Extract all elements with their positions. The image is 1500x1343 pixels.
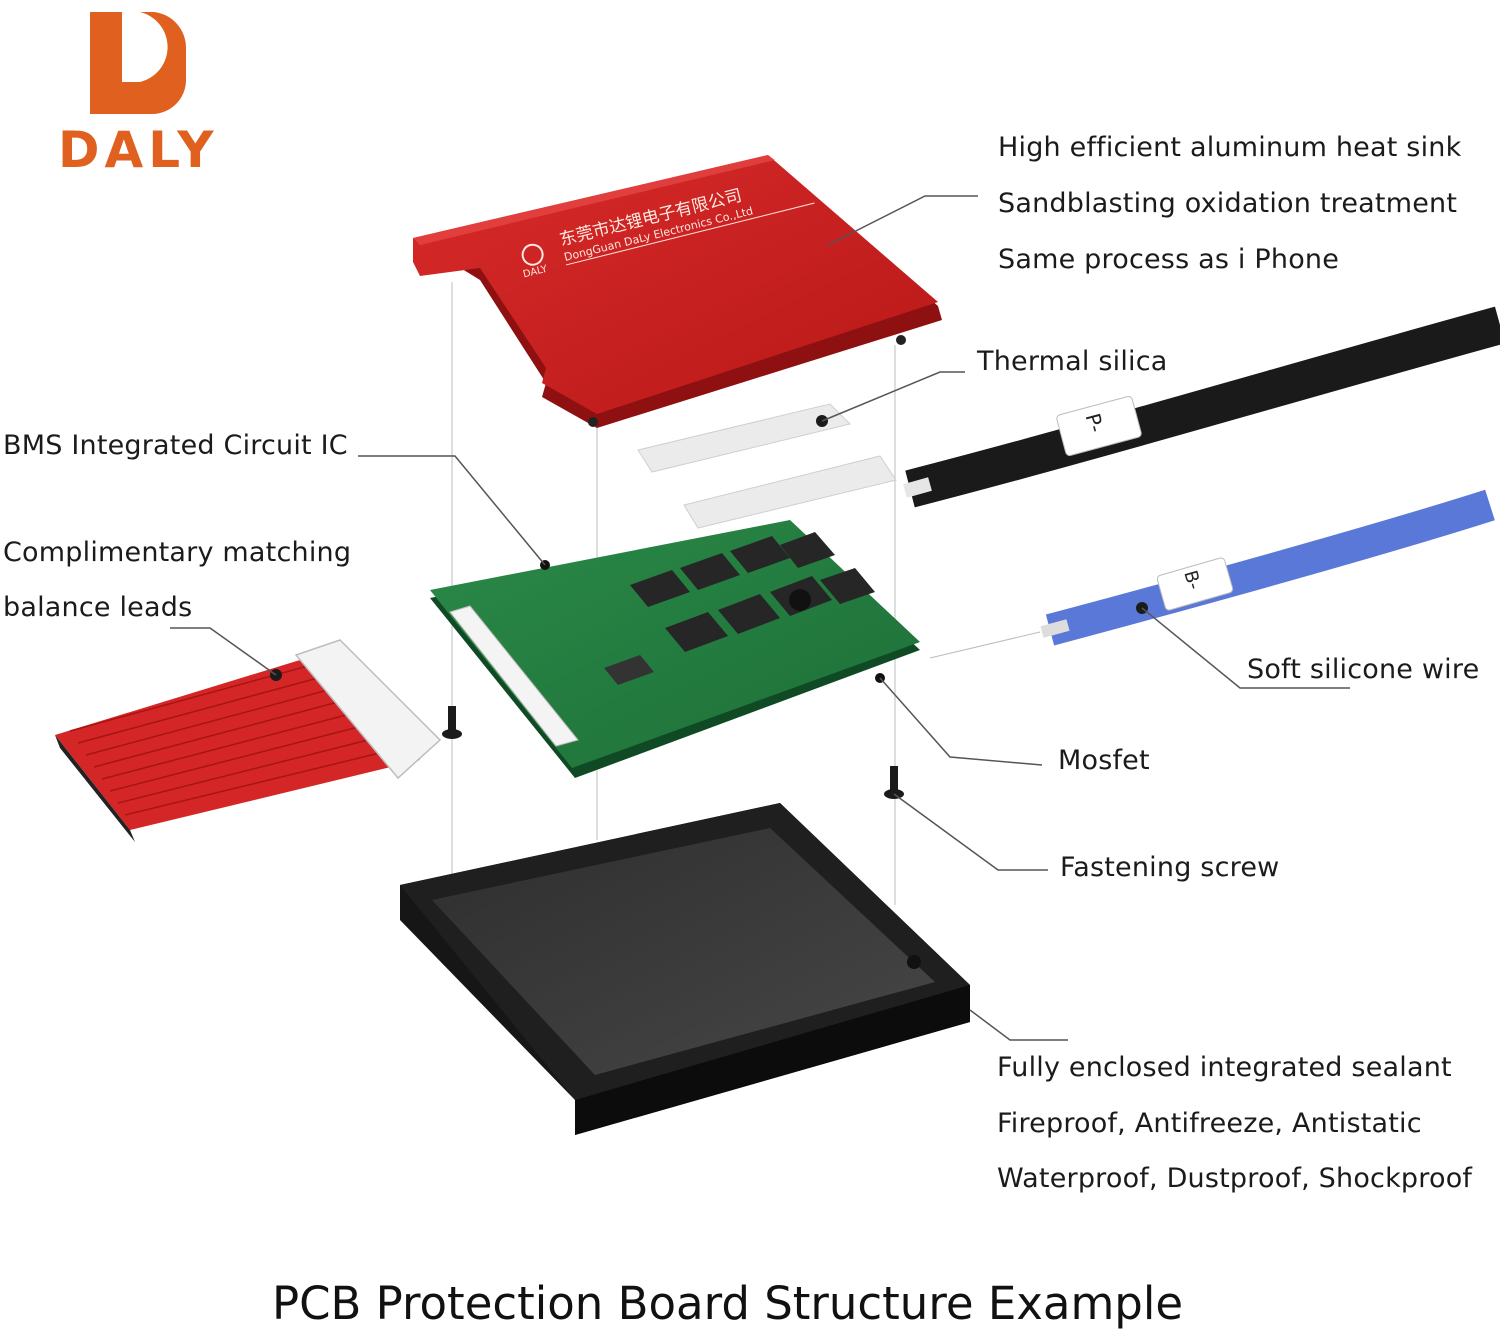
daly-logo	[90, 12, 187, 114]
label-balance-line-2: balance leads	[3, 592, 193, 623]
daly-logo-mark	[90, 12, 187, 114]
label-heat-sink-line-2: Sandblasting oxidation treatment	[998, 188, 1458, 219]
balance-lead-cable	[55, 639, 442, 842]
label-fastening-screw: Fastening screw	[1060, 852, 1280, 883]
label-heat-sink-line-3: Same process as i Phone	[998, 244, 1340, 275]
label-sealant-line-1: Fully enclosed integrated sealant	[997, 1052, 1452, 1083]
wire-tag-negative: B-	[1179, 568, 1204, 592]
label-heat-sink-line-1: High efficient aluminum heat sink	[998, 132, 1462, 163]
daly-brand-text: DALY	[58, 121, 219, 179]
label-bms-ic: BMS Integrated Circuit IC	[3, 430, 348, 461]
blue-wire: B-	[1040, 489, 1495, 646]
label-mosfet: Mosfet	[1058, 745, 1150, 776]
pcb-board	[430, 520, 920, 778]
mosfet-array	[630, 532, 875, 652]
aluminum-heat-sink-cover: DALY 东莞市达锂电子有限公司 DongGuan DaLy Electroni…	[413, 155, 942, 428]
black-wire: P-	[903, 306, 1500, 508]
leader-lines	[170, 195, 1350, 1041]
label-sealant-line-3: Waterproof, Dustproof, Shockproof	[997, 1163, 1473, 1194]
label-balance-line-1: Complimentary matching	[3, 537, 352, 568]
label-thermal-silica: Thermal silica	[977, 346, 1168, 377]
thermal-silica-pads	[637, 403, 897, 529]
sealant-case	[400, 803, 970, 1135]
label-soft-silicone-wire: Soft silicone wire	[1247, 654, 1480, 685]
diagram-caption: PCB Protection Board Structure Example	[271, 1277, 1184, 1330]
label-sealant-line-2: Fireproof, Antifreeze, Antistatic	[997, 1108, 1422, 1139]
